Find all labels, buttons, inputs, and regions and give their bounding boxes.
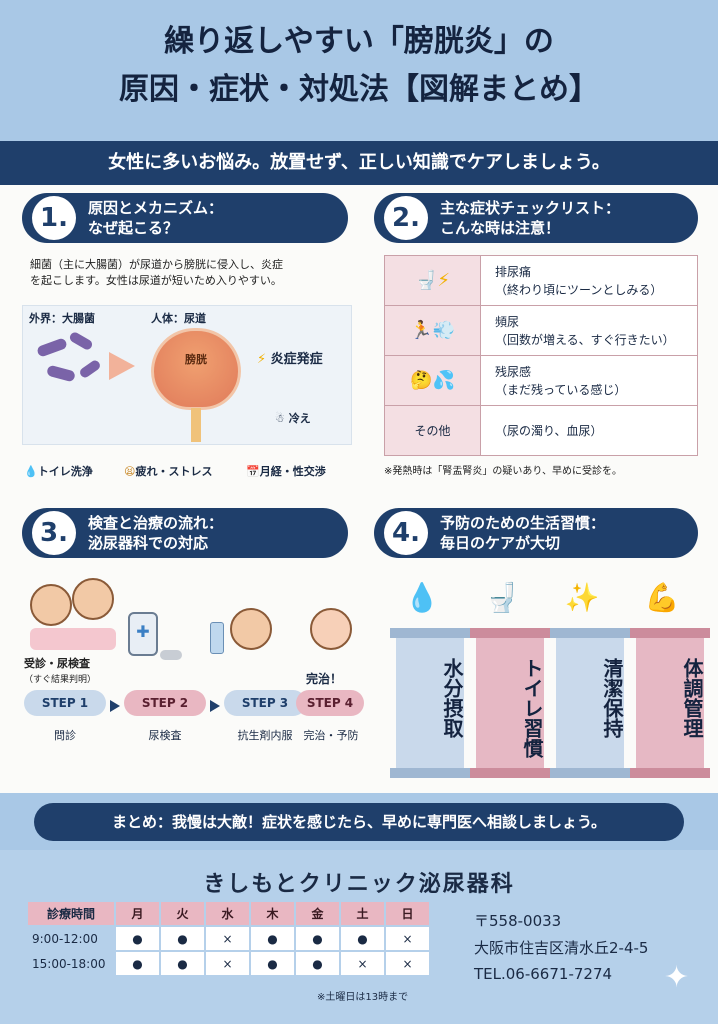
step4-text: 完治・予防 bbox=[303, 729, 359, 742]
clinic-phone[interactable]: TEL.06-6671-7274 bbox=[474, 965, 613, 983]
exam-caption: 受診・尿検査 （すぐ結果判明） bbox=[24, 657, 97, 685]
section2-number: 2. bbox=[384, 196, 428, 240]
postal-code: 〒558-0033 bbox=[474, 912, 562, 930]
subtitle-band: 女性に多いお悩み。放置せず、正しい知識でケアしましょう。 bbox=[0, 141, 718, 185]
lightning-icon: ⚡ bbox=[257, 352, 267, 367]
lightning-icon: ⚡ bbox=[437, 269, 451, 291]
section3-heading: 3. 検査と治療の流れ： 泌尿器科での対応 bbox=[22, 508, 348, 558]
section1-heading: 1. 原因とメカニズム： なぜ起こる？ bbox=[22, 193, 348, 243]
hours-row-afternoon: 15:00-18:00 ● ● × ● ● × × bbox=[28, 952, 429, 975]
arrow-right-icon bbox=[110, 700, 120, 712]
staff-body-illustration bbox=[30, 628, 116, 650]
step3-text: 抗生剤内服 bbox=[237, 729, 293, 742]
water-drop-icon: 💧 bbox=[404, 581, 440, 614]
bacteria-icon bbox=[36, 337, 68, 358]
symptom-row: 🤔💦 残尿感（まだ残っている感じ） bbox=[384, 355, 698, 406]
step4-badge: STEP 4 bbox=[296, 690, 364, 716]
pillar-shaft bbox=[636, 638, 704, 768]
medicine-bottle-icon: ✚ bbox=[128, 612, 158, 656]
fever-note: ※発熱時は「腎盂腎炎」の疑いあり、早めに受診を。 bbox=[384, 466, 622, 477]
nurse-illustration bbox=[30, 584, 72, 626]
step2-badge: STEP 2 bbox=[124, 690, 206, 716]
urethra-illustration bbox=[191, 408, 201, 442]
calendar-icon: 📅 bbox=[246, 465, 260, 478]
section4-heading: 4. 予防のための生活習慣： 毎日のケアが大切 bbox=[374, 508, 698, 558]
symptom-row: 🏃💨 頻尿（回数が増える、すぐ行きたい） bbox=[384, 305, 698, 356]
section4-number: 4. bbox=[384, 511, 428, 555]
section1-description: 細菌（主に大腸菌）が尿道から膀胱に侵入し、炎症 を起こします。女性は尿道が短いた… bbox=[30, 258, 283, 287]
happy-patient-illustration bbox=[310, 608, 352, 650]
tired-face-icon: 😫 bbox=[124, 465, 136, 478]
pillar-toilet: トイレ習慣 bbox=[470, 628, 550, 778]
bladder-illustration: 膀胱 bbox=[151, 328, 241, 410]
bacteria-icon bbox=[68, 330, 94, 352]
sparkle-icon: ✦ bbox=[664, 960, 690, 995]
symptom-checklist: 🚽⚡ 排尿痛（終わり頃にツーンとしみる） 🏃💨 頻尿（回数が増える、すぐ行きたい… bbox=[384, 255, 698, 456]
recovered-label: 完治！ bbox=[306, 672, 343, 686]
water-drop-icon: 💧 bbox=[24, 465, 38, 478]
droplets-icon: 💦 bbox=[432, 369, 455, 391]
running-person-icon: 🏃 bbox=[410, 319, 433, 341]
section1-number: 1. bbox=[32, 196, 76, 240]
sparkle-icon: ✨ bbox=[564, 581, 600, 614]
factor-menstruation: 📅月経・性交渉 bbox=[246, 465, 326, 478]
bacteria-icon bbox=[46, 364, 76, 383]
pill-icon bbox=[160, 650, 182, 660]
saturday-note: ※土曜日は13時まで bbox=[317, 992, 409, 1003]
bacteria-icon bbox=[78, 358, 102, 380]
patient-drinking-illustration bbox=[230, 608, 272, 650]
step2-text: 尿検査 bbox=[148, 729, 182, 742]
mechanism-illustration: 外界：大腸菌 人体：尿道 膀胱 ⚡ 炎症発症 ☃ 冷え bbox=[22, 305, 352, 445]
tag-inflammation: ⚡ 炎症発症 bbox=[257, 352, 323, 367]
symptom-row: その他 （尿の濁り、血尿） bbox=[384, 405, 698, 456]
step3-badge: STEP 3 bbox=[224, 690, 306, 716]
symptom-row: 🚽⚡ 排尿痛（終わり頃にツーンとしみる） bbox=[384, 255, 698, 306]
step1-text: 問診 bbox=[54, 729, 76, 742]
pillar-shaft bbox=[556, 638, 624, 768]
toilet-icon: 🚽 bbox=[414, 269, 438, 291]
page-title: 繰り返しやすい「膀胱炎」の 原因・症状・対処法【図解まとめ】 bbox=[119, 24, 599, 107]
arrow-right-icon bbox=[210, 700, 220, 712]
hours-table: 診療時間 月 火 水 木 金 土 日 9:00-12:00 ● ● × ● ● … bbox=[26, 900, 431, 977]
step1-badge: STEP 1 bbox=[24, 690, 106, 716]
tag-external: 外界：大腸菌 bbox=[29, 312, 95, 325]
hours-row-morning: 9:00-12:00 ● ● × ● ● ● × bbox=[28, 927, 429, 950]
clinic-name: きしもとクリニック泌尿器科 bbox=[203, 872, 515, 897]
snowman-icon: ☃ bbox=[275, 412, 285, 425]
infection-arrow-icon bbox=[109, 352, 135, 380]
summary-banner: まとめ：我慢は大敵！症状を感じたら、早めに専門医へ相談しましょう。 bbox=[34, 803, 684, 841]
pillar-hygiene: 清潔保持 bbox=[550, 628, 630, 778]
factor-stress: 😫疲れ・ストレス bbox=[124, 465, 213, 478]
pillar-shaft bbox=[396, 638, 464, 768]
water-bottle-icon bbox=[210, 622, 224, 654]
toilet-icon: 🚽 bbox=[484, 581, 520, 614]
section2-heading: 2. 主な症状チェックリスト： こんな時は注意！ bbox=[374, 193, 698, 243]
pillar-health: 体調管理 bbox=[630, 628, 710, 778]
hours-label: 診療時間 bbox=[28, 902, 114, 925]
section3-number: 3. bbox=[32, 511, 76, 555]
tag-body: 人体：尿道 bbox=[151, 312, 206, 325]
wind-icon: 💨 bbox=[432, 319, 455, 341]
pillar-water: 水分摂取 bbox=[390, 628, 470, 778]
muscle-icon: 💪 bbox=[644, 581, 680, 614]
factor-washing: 💧トイレ洗浄 bbox=[24, 465, 93, 478]
pillar-shaft bbox=[476, 638, 544, 768]
doctor-illustration bbox=[72, 578, 114, 620]
tag-cold: ☃ 冷え bbox=[275, 412, 311, 425]
thinking-face-icon: 🤔 bbox=[410, 369, 433, 391]
clinic-address: 大阪市住吉区清水丘2-4-5 bbox=[474, 939, 649, 957]
